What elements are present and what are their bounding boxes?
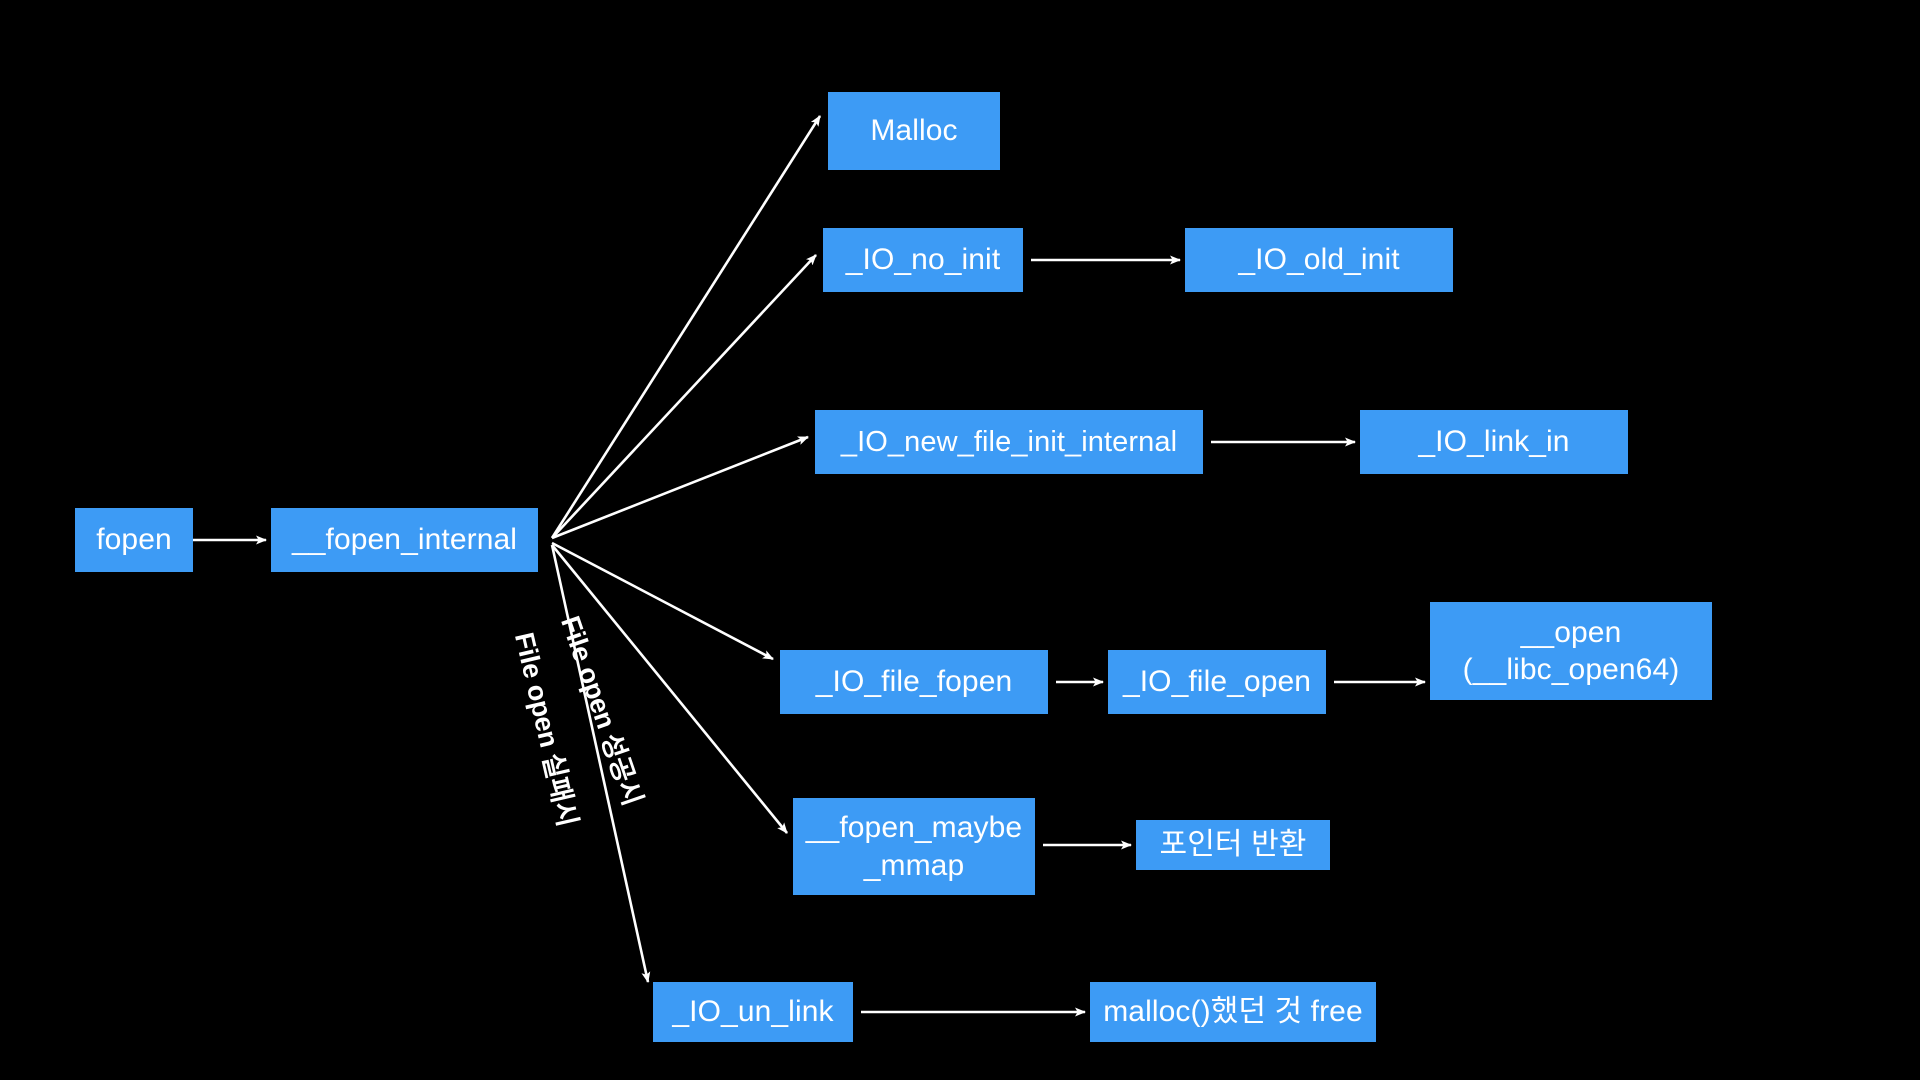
node-malloc[interactable]: Malloc	[828, 92, 1000, 170]
node-label: __fopen_maybe _mmap	[805, 811, 1023, 882]
node-open_libc[interactable]: __open (__libc_open64)	[1430, 602, 1712, 700]
node-fopen_internal[interactable]: __fopen_internal	[271, 508, 538, 572]
node-label: malloc()했던 것 free	[1103, 995, 1363, 1029]
node-io_old_init[interactable]: _IO_old_init	[1185, 228, 1453, 292]
e-hub-new-file	[551, 435, 809, 540]
node-io_file_fopen[interactable]: _IO_file_fopen	[780, 650, 1048, 714]
node-label: fopen	[96, 523, 172, 557]
node-label: Malloc	[870, 114, 958, 148]
node-io_un_link[interactable]: _IO_un_link	[653, 982, 853, 1042]
node-malloc_free[interactable]: malloc()했던 것 free	[1090, 982, 1376, 1042]
node-label: _IO_old_init	[1238, 243, 1400, 277]
node-io_new_file_init[interactable]: _IO_new_file_init_internal	[815, 410, 1203, 474]
node-label: _IO_link_in	[1418, 425, 1570, 459]
node-io_file_open[interactable]: _IO_file_open	[1108, 650, 1326, 714]
node-io_link_in[interactable]: _IO_link_in	[1360, 410, 1628, 474]
e-hub-no-init	[551, 254, 817, 539]
node-label: 포인터 반환	[1159, 828, 1307, 862]
node-label: _IO_file_open	[1122, 665, 1312, 699]
node-label: _IO_no_init	[845, 243, 1001, 277]
node-label: _IO_new_file_init_internal	[840, 425, 1178, 458]
node-fopen[interactable]: fopen	[75, 508, 193, 572]
node-label: __fopen_internal	[291, 523, 518, 557]
node-fopen_maybe_mmap[interactable]: __fopen_maybe _mmap	[793, 798, 1035, 895]
e-hub-malloc	[550, 115, 822, 539]
node-io_no_init[interactable]: _IO_no_init	[823, 228, 1023, 292]
node-label: _IO_file_fopen	[815, 665, 1013, 699]
node-pointer_return[interactable]: 포인터 반환	[1136, 820, 1330, 870]
node-label: _IO_un_link	[672, 995, 834, 1029]
node-label: __open (__libc_open64)	[1462, 615, 1680, 687]
